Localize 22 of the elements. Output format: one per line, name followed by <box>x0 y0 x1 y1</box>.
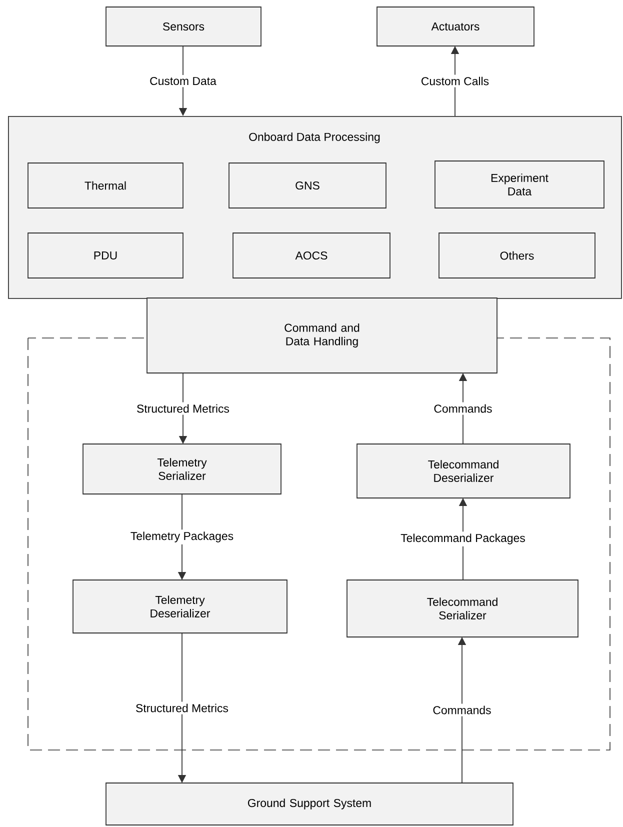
edge-label: Telecommand Packages <box>398 532 528 546</box>
edge-label: Commands <box>432 402 494 415</box>
process-box: Telecommand Serializer <box>346 580 578 638</box>
process-box: Telecommand Deserializer <box>356 444 570 498</box>
process-box: Experiment Data <box>434 160 604 208</box>
edge-label: Custom Data <box>148 74 218 88</box>
process-box: Telemetry Deserializer <box>72 580 288 634</box>
process-box: Sensors <box>106 6 262 46</box>
process-box: PDU <box>28 232 184 278</box>
edge-label: Telemetry Packages <box>128 530 236 544</box>
edge-label: Custom Calls <box>418 74 492 88</box>
process-box: AOCS <box>232 232 390 278</box>
process-box: Telemetry Serializer <box>82 444 282 494</box>
process-box: Command and Data Handling <box>146 298 498 374</box>
process-box: Ground Support System <box>106 782 514 826</box>
edge-label: Structured Metrics <box>134 702 230 714</box>
process-box: Actuators <box>376 6 534 46</box>
process-box: Others <box>438 232 596 278</box>
edge-label: Commands <box>430 704 494 716</box>
edge-label: Structured Metrics <box>134 402 232 415</box>
process-box: GNS <box>228 162 386 208</box>
process-box: Thermal <box>28 162 184 208</box>
